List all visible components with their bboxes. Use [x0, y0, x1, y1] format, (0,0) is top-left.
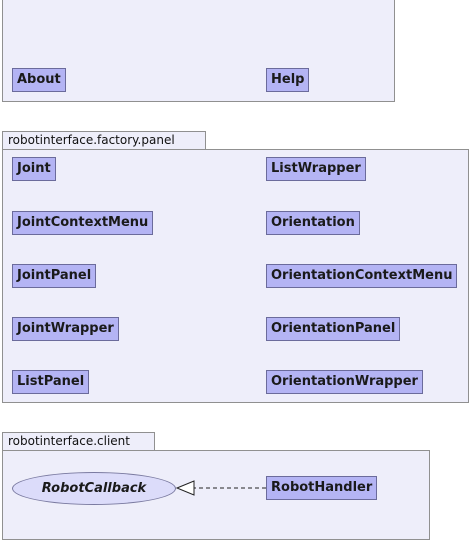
class-about[interactable]: About [12, 68, 66, 92]
class-joint[interactable]: Joint [12, 157, 56, 181]
interface-robot-callback[interactable]: RobotCallback [12, 472, 176, 505]
class-help[interactable]: Help [266, 68, 310, 92]
realization-arrowhead [175, 480, 195, 496]
class-robot-handler[interactable]: RobotHandler [266, 476, 378, 500]
class-joint-panel[interactable]: JointPanel [12, 264, 97, 288]
package-factory-panel-tab: robotinterface.factory.panel [2, 131, 206, 150]
class-list-wrapper[interactable]: ListWrapper [266, 157, 366, 181]
class-orientation-context-menu[interactable]: OrientationContextMenu [266, 264, 458, 288]
class-list-panel[interactable]: ListPanel [12, 370, 90, 394]
package-client-tab: robotinterface.client [2, 432, 155, 451]
class-orientation[interactable]: Orientation [266, 211, 360, 235]
class-joint-wrapper[interactable]: JointWrapper [12, 317, 119, 341]
class-joint-context-menu[interactable]: JointContextMenu [12, 211, 154, 235]
package-top [2, 0, 395, 102]
class-orientation-panel[interactable]: OrientationPanel [266, 317, 401, 341]
class-orientation-wrapper[interactable]: OrientationWrapper [266, 370, 423, 394]
